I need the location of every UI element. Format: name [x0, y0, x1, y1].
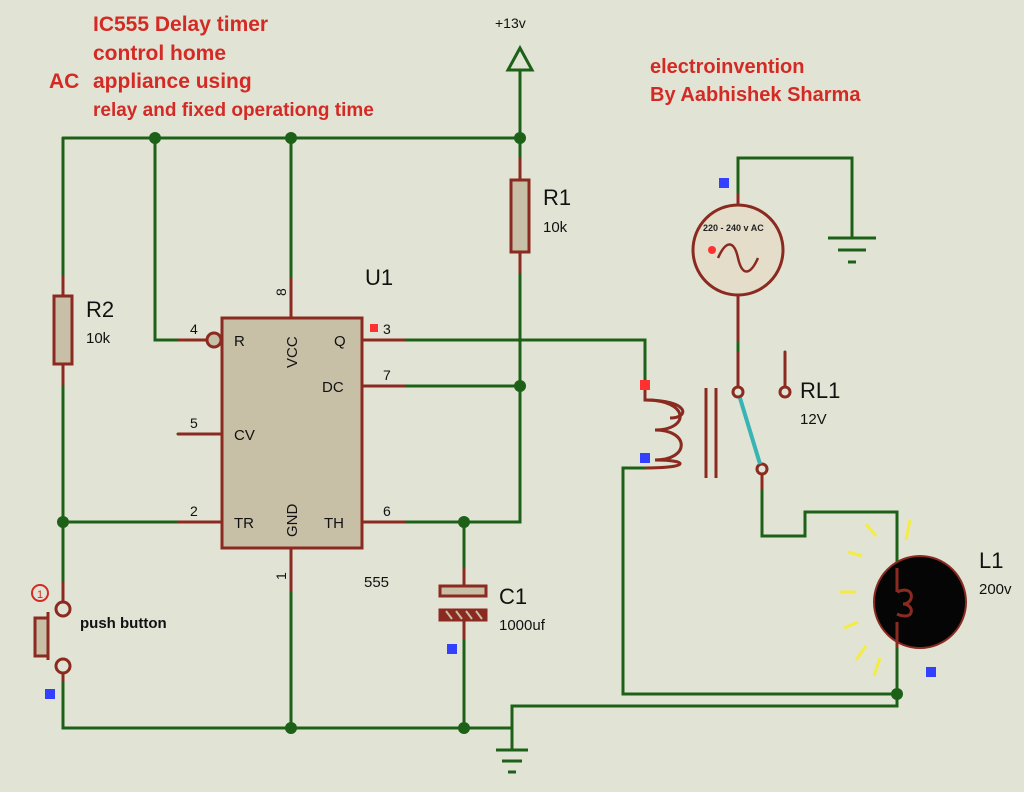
relay-value: 12V — [800, 411, 827, 428]
marker-blue — [45, 689, 55, 699]
pin-label-cv: CV — [234, 427, 255, 444]
lamp-rays — [840, 519, 912, 677]
push-button-pin-marker — [31, 584, 49, 602]
reset-inverter-bubble — [205, 331, 223, 349]
supply-arrow — [505, 44, 535, 72]
u1-type: 555 — [364, 574, 389, 591]
c1-name: C1 — [499, 584, 527, 609]
supply-label: +13v — [495, 15, 526, 31]
pin-label-th: TH — [324, 515, 344, 532]
resistor-r2[interactable] — [52, 275, 74, 385]
title-line-3-prefix: AC — [49, 70, 79, 93]
relay-name: RL1 — [800, 378, 840, 403]
pin-number-2: 2 — [190, 503, 198, 519]
pin-number-1: 1 — [273, 572, 289, 580]
pin-number-4: 4 — [190, 321, 198, 337]
title-line-2: control home — [93, 42, 226, 65]
pin-number-5: 5 — [190, 415, 198, 431]
logic-state-markers — [45, 178, 936, 699]
pin-label-gnd: GND — [284, 504, 301, 538]
title: IC555 Delay timer control home AC applia… — [49, 13, 374, 121]
ground-symbol-ac — [828, 236, 876, 264]
ac-source[interactable]: 220 - 240 v AC — [691, 194, 785, 342]
wires — [61, 70, 899, 752]
u1-name: U1 — [365, 265, 393, 290]
r2-name: R2 — [86, 297, 114, 322]
marker-blue — [447, 644, 457, 654]
resistor-r1[interactable] — [509, 158, 531, 274]
title-line-1: IC555 Delay timer — [93, 13, 268, 36]
lamp-value: 200v — [979, 581, 1012, 598]
capacitor-c1[interactable] — [438, 568, 488, 640]
credits: electroinvention By Aabhishek Sharma — [650, 56, 861, 106]
sine-wave-icon — [716, 243, 760, 273]
title-line-3: appliance using — [93, 70, 252, 93]
marker-red — [370, 324, 378, 332]
pin-number-6: 6 — [383, 503, 391, 519]
lamp-l1[interactable] — [840, 519, 967, 694]
credits-line-2: By Aabhishek Sharma — [650, 84, 861, 106]
pin-label-q: Q — [334, 333, 346, 350]
pin-label-dc: DC — [322, 379, 344, 396]
marker-blue — [719, 178, 729, 188]
marker-blue — [926, 667, 936, 677]
pin-label-vcc: VCC — [284, 336, 301, 368]
pin-label-r: R — [234, 333, 245, 350]
title-line-4: relay and fixed operationg time — [93, 100, 374, 121]
lamp-name: L1 — [979, 548, 1003, 573]
lamp-filament-icon — [896, 588, 913, 618]
credits-line-1: electroinvention — [650, 56, 804, 78]
push-button-label: push button — [80, 615, 167, 632]
push-button[interactable]: 1 — [31, 582, 72, 682]
pin-label-tr: TR — [234, 515, 254, 532]
pin-number-8: 8 — [273, 288, 289, 296]
r1-name: R1 — [543, 185, 571, 210]
ac-source-terminal-marker — [708, 246, 716, 254]
r1-value: 10k — [543, 219, 568, 236]
timer-555-u1[interactable] — [178, 278, 405, 592]
pin-number-3: 3 — [383, 321, 391, 337]
r2-value: 10k — [86, 330, 111, 347]
c1-value: 1000uf — [499, 617, 546, 634]
push-button-pin-number: 1 — [37, 589, 43, 601]
ac-source-label: 220 - 240 v AC — [703, 223, 764, 233]
relay-switch-arm — [738, 397, 762, 465]
marker-blue — [640, 453, 650, 463]
marker-red — [640, 380, 650, 390]
ground-symbol-bottom — [496, 748, 528, 774]
pin-number-7: 7 — [383, 367, 391, 383]
relay-rl1[interactable] — [643, 352, 792, 490]
